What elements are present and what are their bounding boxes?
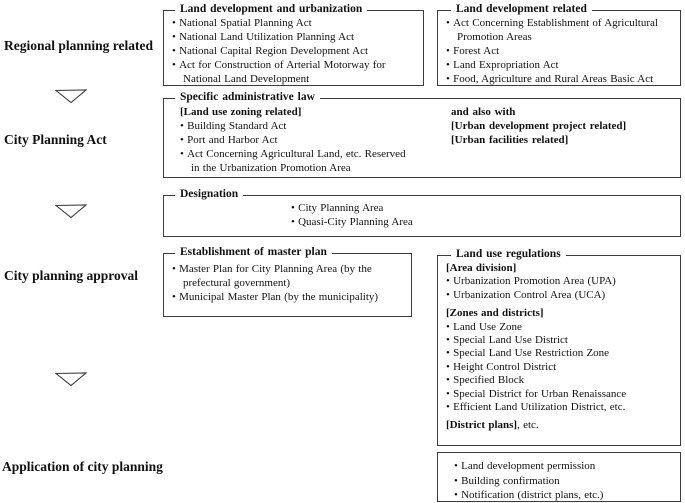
zoning-related-column: [Land use zoning related] Building Stand… bbox=[172, 99, 414, 175]
down-arrow-icon bbox=[55, 372, 87, 387]
down-arrow-icon bbox=[55, 89, 87, 104]
section-heading: [Urban development project related] bbox=[451, 120, 627, 132]
list-item: National Spatial Planning Act bbox=[172, 16, 419, 30]
list-item: Act Concerning Agricultural Land, etc. R… bbox=[180, 147, 410, 175]
box-land-development-urbanization: Land development and urbanization Nation… bbox=[163, 2, 424, 86]
list-item: Act for Construction of Arterial Motorwa… bbox=[172, 58, 419, 86]
down-arrow-icon bbox=[55, 204, 87, 219]
list-item: Notification (district plans, etc.) bbox=[454, 488, 676, 503]
stage-label-regional-planning: Regional planning related bbox=[4, 38, 154, 53]
box-title: Land use regulations bbox=[451, 247, 566, 261]
list-item: Special Land Use District bbox=[446, 334, 676, 347]
list-item: Act Concerning Establishment of Agricult… bbox=[446, 16, 676, 44]
box-land-use-regulations: Land use regulations [Area division] Urb… bbox=[437, 247, 681, 446]
district-plans-label: [District plans] bbox=[446, 419, 518, 432]
list-item: Master Plan for City Planning Area (by t… bbox=[172, 262, 407, 290]
box-specific-administrative-law: Specific administrative law [Land use zo… bbox=[163, 90, 681, 178]
list-item: National Capital Region Development Act bbox=[172, 44, 419, 58]
list-item: Land development permission bbox=[454, 459, 676, 474]
section-heading-district-plans: [District plans], etc. bbox=[446, 419, 676, 432]
list-item: Specified Block bbox=[446, 374, 676, 387]
also-with-note: and also with bbox=[451, 106, 516, 118]
list-item: Food, Agriculture and Rural Areas Basic … bbox=[446, 72, 676, 86]
box-establishment-of-master-plan: Establishment of master plan Master Plan… bbox=[163, 245, 412, 317]
stage-label-city-planning-act: City Planning Act bbox=[4, 132, 107, 147]
list-item: Building confirmation bbox=[454, 474, 676, 489]
list-item: Urbanization Promotion Area (UPA) bbox=[446, 275, 676, 288]
list-item: National Land Utilization Planning Act bbox=[172, 30, 419, 44]
list-item: City Planning Area bbox=[291, 201, 676, 215]
box-title: Land development related bbox=[451, 2, 592, 16]
list-item: Municipal Master Plan (by the municipali… bbox=[172, 290, 407, 304]
list-item: Building Standard Act bbox=[180, 119, 410, 133]
stage-label-application-of-city-planning: Application of city planning bbox=[2, 459, 163, 474]
section-heading-zones-districts: [Zones and districts] bbox=[446, 307, 544, 320]
list-item: Urbanization Control Area (UCA) bbox=[446, 289, 676, 302]
list-item: Land Expropriation Act bbox=[446, 58, 676, 72]
box-application-measures: Land development permission Building con… bbox=[437, 452, 681, 502]
list-item: Port and Harbor Act bbox=[180, 133, 410, 147]
stage-label-city-planning-approval: City planning approval bbox=[4, 268, 139, 283]
section-heading: [Urban facilities related] bbox=[451, 134, 569, 146]
box-title: Designation bbox=[175, 187, 244, 201]
also-with-column: and also with [Urban development project… bbox=[451, 99, 676, 147]
box-title: Specific administrative law bbox=[175, 90, 320, 104]
list-item: Special District for Urban Renaissance bbox=[446, 388, 676, 401]
list-item: Height Control District bbox=[446, 361, 676, 374]
box-designation: Designation City Planning Area Quasi-Cit… bbox=[163, 187, 681, 237]
box-title: Land development and urbanization bbox=[175, 2, 368, 16]
district-plans-suffix: , etc. bbox=[517, 419, 539, 432]
list-item: Land Use Zone bbox=[446, 321, 676, 334]
list-item: Special Land Use Restriction Zone bbox=[446, 347, 676, 360]
list-item: Quasi-City Planning Area bbox=[291, 215, 676, 229]
section-heading-area-division: [Area division] bbox=[446, 262, 517, 274]
box-land-development-related: Land development related Act Concerning … bbox=[437, 2, 681, 86]
list-item: Efficient Land Utilization District, etc… bbox=[446, 401, 676, 414]
box-title: Establishment of master plan bbox=[175, 245, 332, 259]
section-heading: [Land use zoning related] bbox=[180, 106, 302, 118]
list-item: Forest Act bbox=[446, 44, 676, 58]
